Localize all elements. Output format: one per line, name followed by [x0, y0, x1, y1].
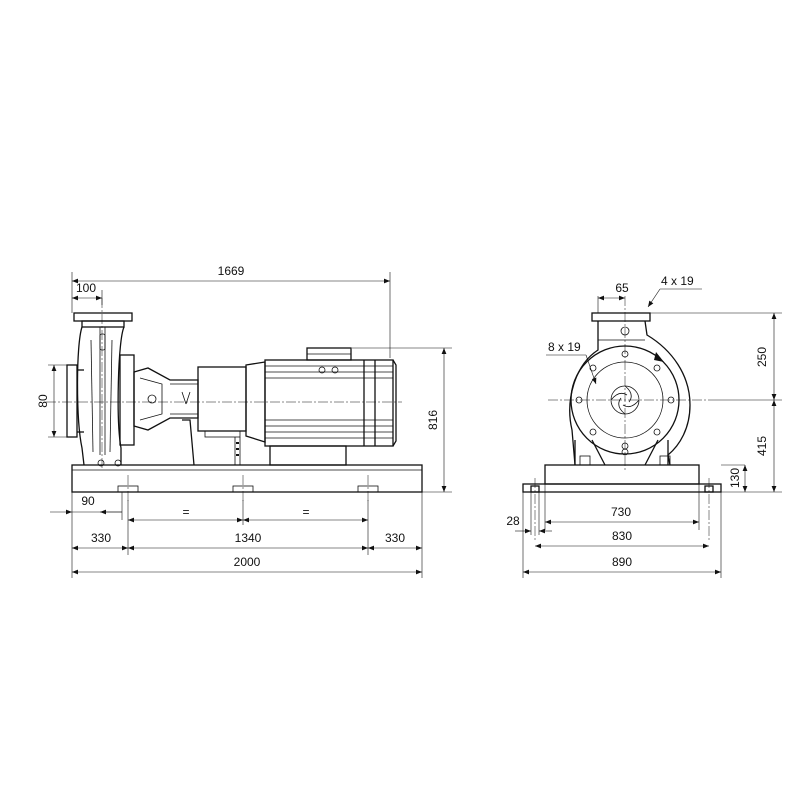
dim-height-label: 816	[426, 410, 440, 430]
leader-suction-bolts: 8 x 19	[546, 340, 597, 385]
dim-edge-offset-label: 90	[81, 494, 95, 508]
dim-right-margin-label: 330	[385, 531, 405, 545]
dim-base-height: 130	[728, 465, 748, 492]
dim-hole-width-label: 830	[612, 529, 632, 543]
dim-equal-spacing: = =	[128, 505, 368, 523]
base-frame	[71, 464, 423, 493]
dim-overall-length: 1669	[72, 264, 390, 284]
dim-overall-length-label: 1669	[218, 264, 245, 278]
dim-equal-right-label: =	[302, 505, 309, 519]
front-casing	[569, 312, 691, 466]
dim-base-length: 2000	[72, 555, 422, 575]
pump-casing	[66, 312, 135, 467]
dim-shaft-height-label: 415	[755, 436, 769, 456]
dim-bolt-spacing: 330 1340 330	[72, 531, 422, 551]
coupling-guard	[197, 366, 247, 465]
dim-upper-height-label: 250	[755, 347, 769, 367]
dim-flange-offset-label: 100	[76, 281, 96, 295]
front-view: 65 4 x 19 8 x 19 250 415 130	[506, 274, 782, 578]
front-base	[522, 464, 722, 493]
dim-inner-width-label: 730	[611, 505, 631, 519]
dim-suction: 80	[36, 365, 57, 437]
dim-height: 816	[426, 348, 447, 492]
dim-flange-offset: 100	[72, 281, 102, 301]
dim-hole-width: 830	[535, 529, 709, 549]
dim-left-margin-label: 330	[91, 531, 111, 545]
dim-shaft-height: 415	[755, 400, 777, 492]
dim-inner-width: 730	[545, 505, 699, 525]
dim-slot-offset: 28	[506, 514, 552, 534]
dim-upper-height: 250	[755, 313, 777, 400]
suction-bolts-label: 8 x 19	[548, 340, 581, 354]
dim-base-width: 890	[523, 555, 721, 575]
dim-discharge: 65	[598, 281, 629, 301]
motor	[245, 347, 397, 466]
dim-discharge-label: 65	[615, 281, 629, 295]
bearing-bracket	[133, 367, 199, 466]
dim-suction-label: 80	[36, 394, 50, 408]
dim-base-length-label: 2000	[234, 555, 261, 569]
side-view: 1669 100 80 816 90 = =	[36, 264, 452, 578]
leader-discharge-bolts: 4 x 19	[647, 274, 702, 308]
dim-equal-left-label: =	[182, 505, 189, 519]
dim-edge-offset: 90	[50, 494, 122, 515]
dim-mid-span-label: 1340	[235, 531, 262, 545]
dim-base-width-label: 890	[612, 555, 632, 569]
dim-slot-offset-label: 28	[506, 514, 520, 528]
dim-base-height-label: 130	[728, 468, 742, 488]
discharge-bolts-label: 4 x 19	[661, 274, 694, 288]
